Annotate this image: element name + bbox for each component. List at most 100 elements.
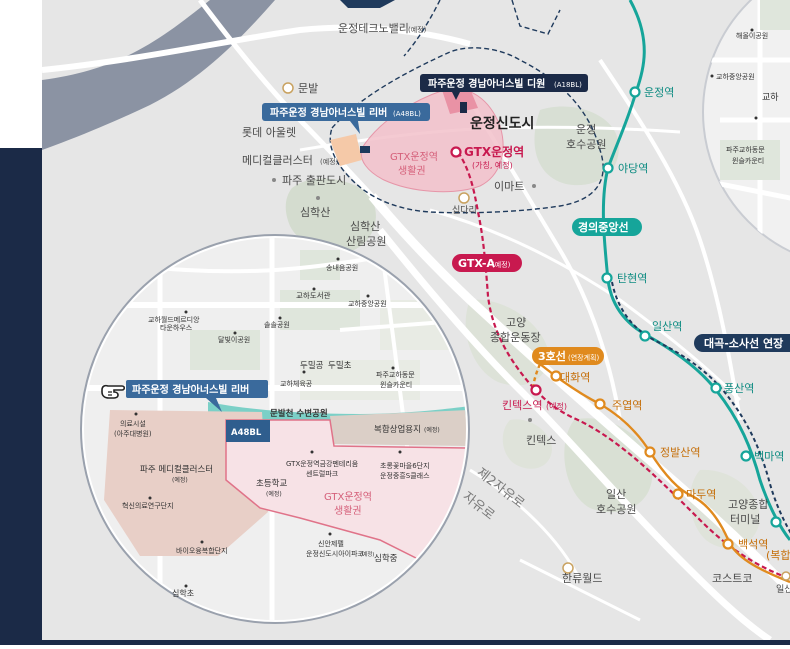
label-publishing: 파주 출판도시: [282, 174, 346, 187]
svg-text:(예정): (예정): [360, 550, 374, 558]
svg-text:교하도서관: 교하도서관: [296, 290, 331, 300]
svg-text:파주 메디컬클러스터: 파주 메디컬클러스터: [140, 465, 213, 475]
top-badge: [340, 0, 395, 8]
svg-text:파주교하동문: 파주교하동문: [726, 145, 765, 154]
gtx-stations: [450, 146, 542, 396]
svg-text:GTX운정역금강펜테리움: GTX운정역금강펜테리움: [286, 459, 359, 468]
svg-text:초등학교: 초등학교: [256, 478, 287, 489]
svg-text:초롱꽃마을6단지: 초롱꽃마을6단지: [380, 461, 430, 470]
svg-text:대곡-소사선 연장: 대곡-소사선 연장: [704, 336, 783, 350]
svg-text:심학초: 심학초: [172, 588, 194, 598]
svg-text:(A48BL): (A48BL): [393, 110, 421, 118]
svg-text:신안제펠: 신안제펠: [318, 539, 344, 548]
svg-text:교하중앙공원: 교하중앙공원: [716, 72, 755, 81]
svg-text:정발산역: 정발산역: [660, 446, 700, 459]
svg-text:운정역: 운정역: [644, 86, 674, 99]
svg-text:(예정): (예정): [546, 401, 567, 411]
svg-text:GTX운정역: GTX운정역: [390, 151, 438, 163]
svg-text:해올이공원: 해올이공원: [736, 31, 768, 40]
line-badges: GTX-A (예정) 3호선 (연장계획) 경의중앙선 대곡-소사선 연장: [452, 218, 790, 365]
svg-text:교하체육공: 교하체육공: [280, 379, 313, 388]
svg-text:(예정): (예정): [408, 25, 427, 34]
svg-text:GTX-A: GTX-A: [458, 257, 495, 270]
svg-text:(A18BL): (A18BL): [554, 81, 582, 89]
svg-text:생활권: 생활권: [398, 164, 426, 177]
svg-text:교하월드메르디앙: 교하월드메르디앙: [148, 315, 200, 324]
svg-text:생활권: 생활권: [334, 504, 362, 517]
hand-pointer-icon: [101, 384, 126, 399]
svg-text:운정중흥S클래스: 운정중흥S클래스: [380, 471, 430, 480]
svg-text:GTX운정역: GTX운정역: [464, 144, 524, 159]
svg-text:문발: 문발: [298, 82, 318, 95]
svg-text:송내음공원: 송내음공원: [326, 263, 358, 272]
label-simhaksan: 심학산: [300, 206, 330, 219]
svg-text:호수공원: 호수공원: [596, 503, 636, 516]
line3: [539, 363, 790, 584]
svg-text:킨텍스역: 킨텍스역: [502, 399, 542, 412]
gyeongui-stations: [601, 86, 782, 528]
svg-text:(가칭, 예정): (가칭, 예정): [472, 160, 513, 170]
inset-callout-river: 파주운정 경남아너스빌 리버: [126, 380, 268, 412]
svg-text:고양종합: 고양종합: [728, 498, 768, 511]
svg-text:터미널: 터미널: [730, 513, 760, 526]
svg-text:대화역: 대화역: [560, 371, 590, 384]
svg-text:산림공원: 산림공원: [346, 235, 386, 248]
svg-text:백석역: 백석역: [738, 538, 768, 551]
svg-text:의료시설: 의료시설: [120, 419, 146, 428]
inset-map: A48BL 송내음공원 교하도서관 교하중앙공원 교하월드메르디앙 타운하우스 …: [80, 234, 470, 624]
label-lotte: 롯데 아울렛: [242, 126, 296, 139]
svg-text:솔솔공원: 솔솔공원: [264, 320, 290, 329]
svg-text:경의중앙선: 경의중앙선: [578, 220, 629, 234]
svg-text:일산: 일산: [606, 487, 626, 501]
line3-stations: [550, 370, 734, 550]
svg-text:종합운동장: 종합운동장: [490, 331, 541, 344]
svg-text:탄현역: 탄현역: [617, 272, 647, 285]
svg-text:십다리: 십다리: [452, 205, 477, 216]
svg-text:GTX운정역: GTX운정역: [324, 491, 372, 503]
svg-text:(아주대병원): (아주대병원): [114, 429, 152, 438]
svg-text:복합상업용지: 복합상업용지: [374, 424, 421, 435]
svg-text:운정: 운정: [576, 123, 596, 136]
side-panel: [0, 148, 42, 645]
svg-text:고양: 고양: [506, 316, 526, 329]
gtx-zone-label: GTX운정역 생활권: [390, 151, 438, 177]
label-unjeong-techno: 운정테크노밸리: [338, 22, 409, 35]
svg-text:(연장계획): (연장계획): [568, 353, 599, 362]
svg-text:혁신의료연구단지: 혁신의료연구단지: [122, 501, 174, 510]
svg-text:교하: 교하: [762, 92, 779, 103]
svg-text:주엽역: 주엽역: [612, 399, 642, 412]
label-unjeong-newtown: 운정신도시: [470, 115, 534, 132]
callout-river: 파주운정 경남아너스빌 리버 (A48BL): [262, 103, 430, 134]
svg-text:타운하우스: 타운하우스: [160, 323, 193, 332]
svg-text:A48BL: A48BL: [231, 428, 262, 438]
svg-text:윈슬카운티: 윈슬카운티: [732, 156, 764, 165]
svg-text:파주운정 경남아너스빌 리버: 파주운정 경남아너스빌 리버: [270, 106, 387, 119]
svg-text:(복합: (복합: [766, 549, 790, 562]
svg-text:풍산역: 풍산역: [724, 382, 754, 395]
station-labels: 운정역 야당역 탄현역 일산역 풍산역 백마역 대화역 주엽역 정발산역 마두역…: [464, 86, 790, 562]
svg-text:달빛이공원: 달빛이공원: [218, 335, 250, 344]
svg-text:(예정): (예정): [172, 476, 188, 484]
svg-text:일산역: 일산역: [652, 319, 682, 333]
svg-text:백마역: 백마역: [754, 450, 784, 463]
label-medical: 메디컬클러스터: [242, 154, 313, 167]
svg-text:윈슬카운티: 윈슬카운티: [380, 380, 412, 389]
svg-text:(예정): (예정): [424, 426, 440, 434]
svg-text:일산: 일산: [776, 584, 790, 595]
svg-text:센트럴파크: 센트럴파크: [306, 469, 339, 478]
gtx-a-line: [457, 151, 789, 580]
svg-text:바이오융복합단지: 바이오융복합단지: [176, 546, 228, 555]
svg-text:3호선: 3호선: [538, 349, 566, 363]
svg-text:호수공원: 호수공원: [566, 138, 606, 151]
svg-text:한류월드: 한류월드: [562, 572, 602, 585]
svg-text:(예정): (예정): [266, 490, 282, 498]
svg-text:파주운정 경남아너스빌 디원: 파주운정 경남아너스빌 디원: [428, 77, 545, 90]
svg-text:운정신도시아이파크: 운정신도시아이파크: [306, 549, 365, 558]
svg-text:두밀초: 두밀초: [328, 360, 352, 371]
svg-text:코스트코: 코스트코: [712, 572, 752, 585]
svg-text:교하중앙공원: 교하중앙공원: [348, 299, 387, 308]
svg-text:이마트: 이마트: [494, 180, 524, 193]
svg-text:야당역: 야당역: [618, 162, 648, 175]
callout-diwon: 파주운정 경남아너스빌 디원 (A18BL): [420, 74, 588, 100]
